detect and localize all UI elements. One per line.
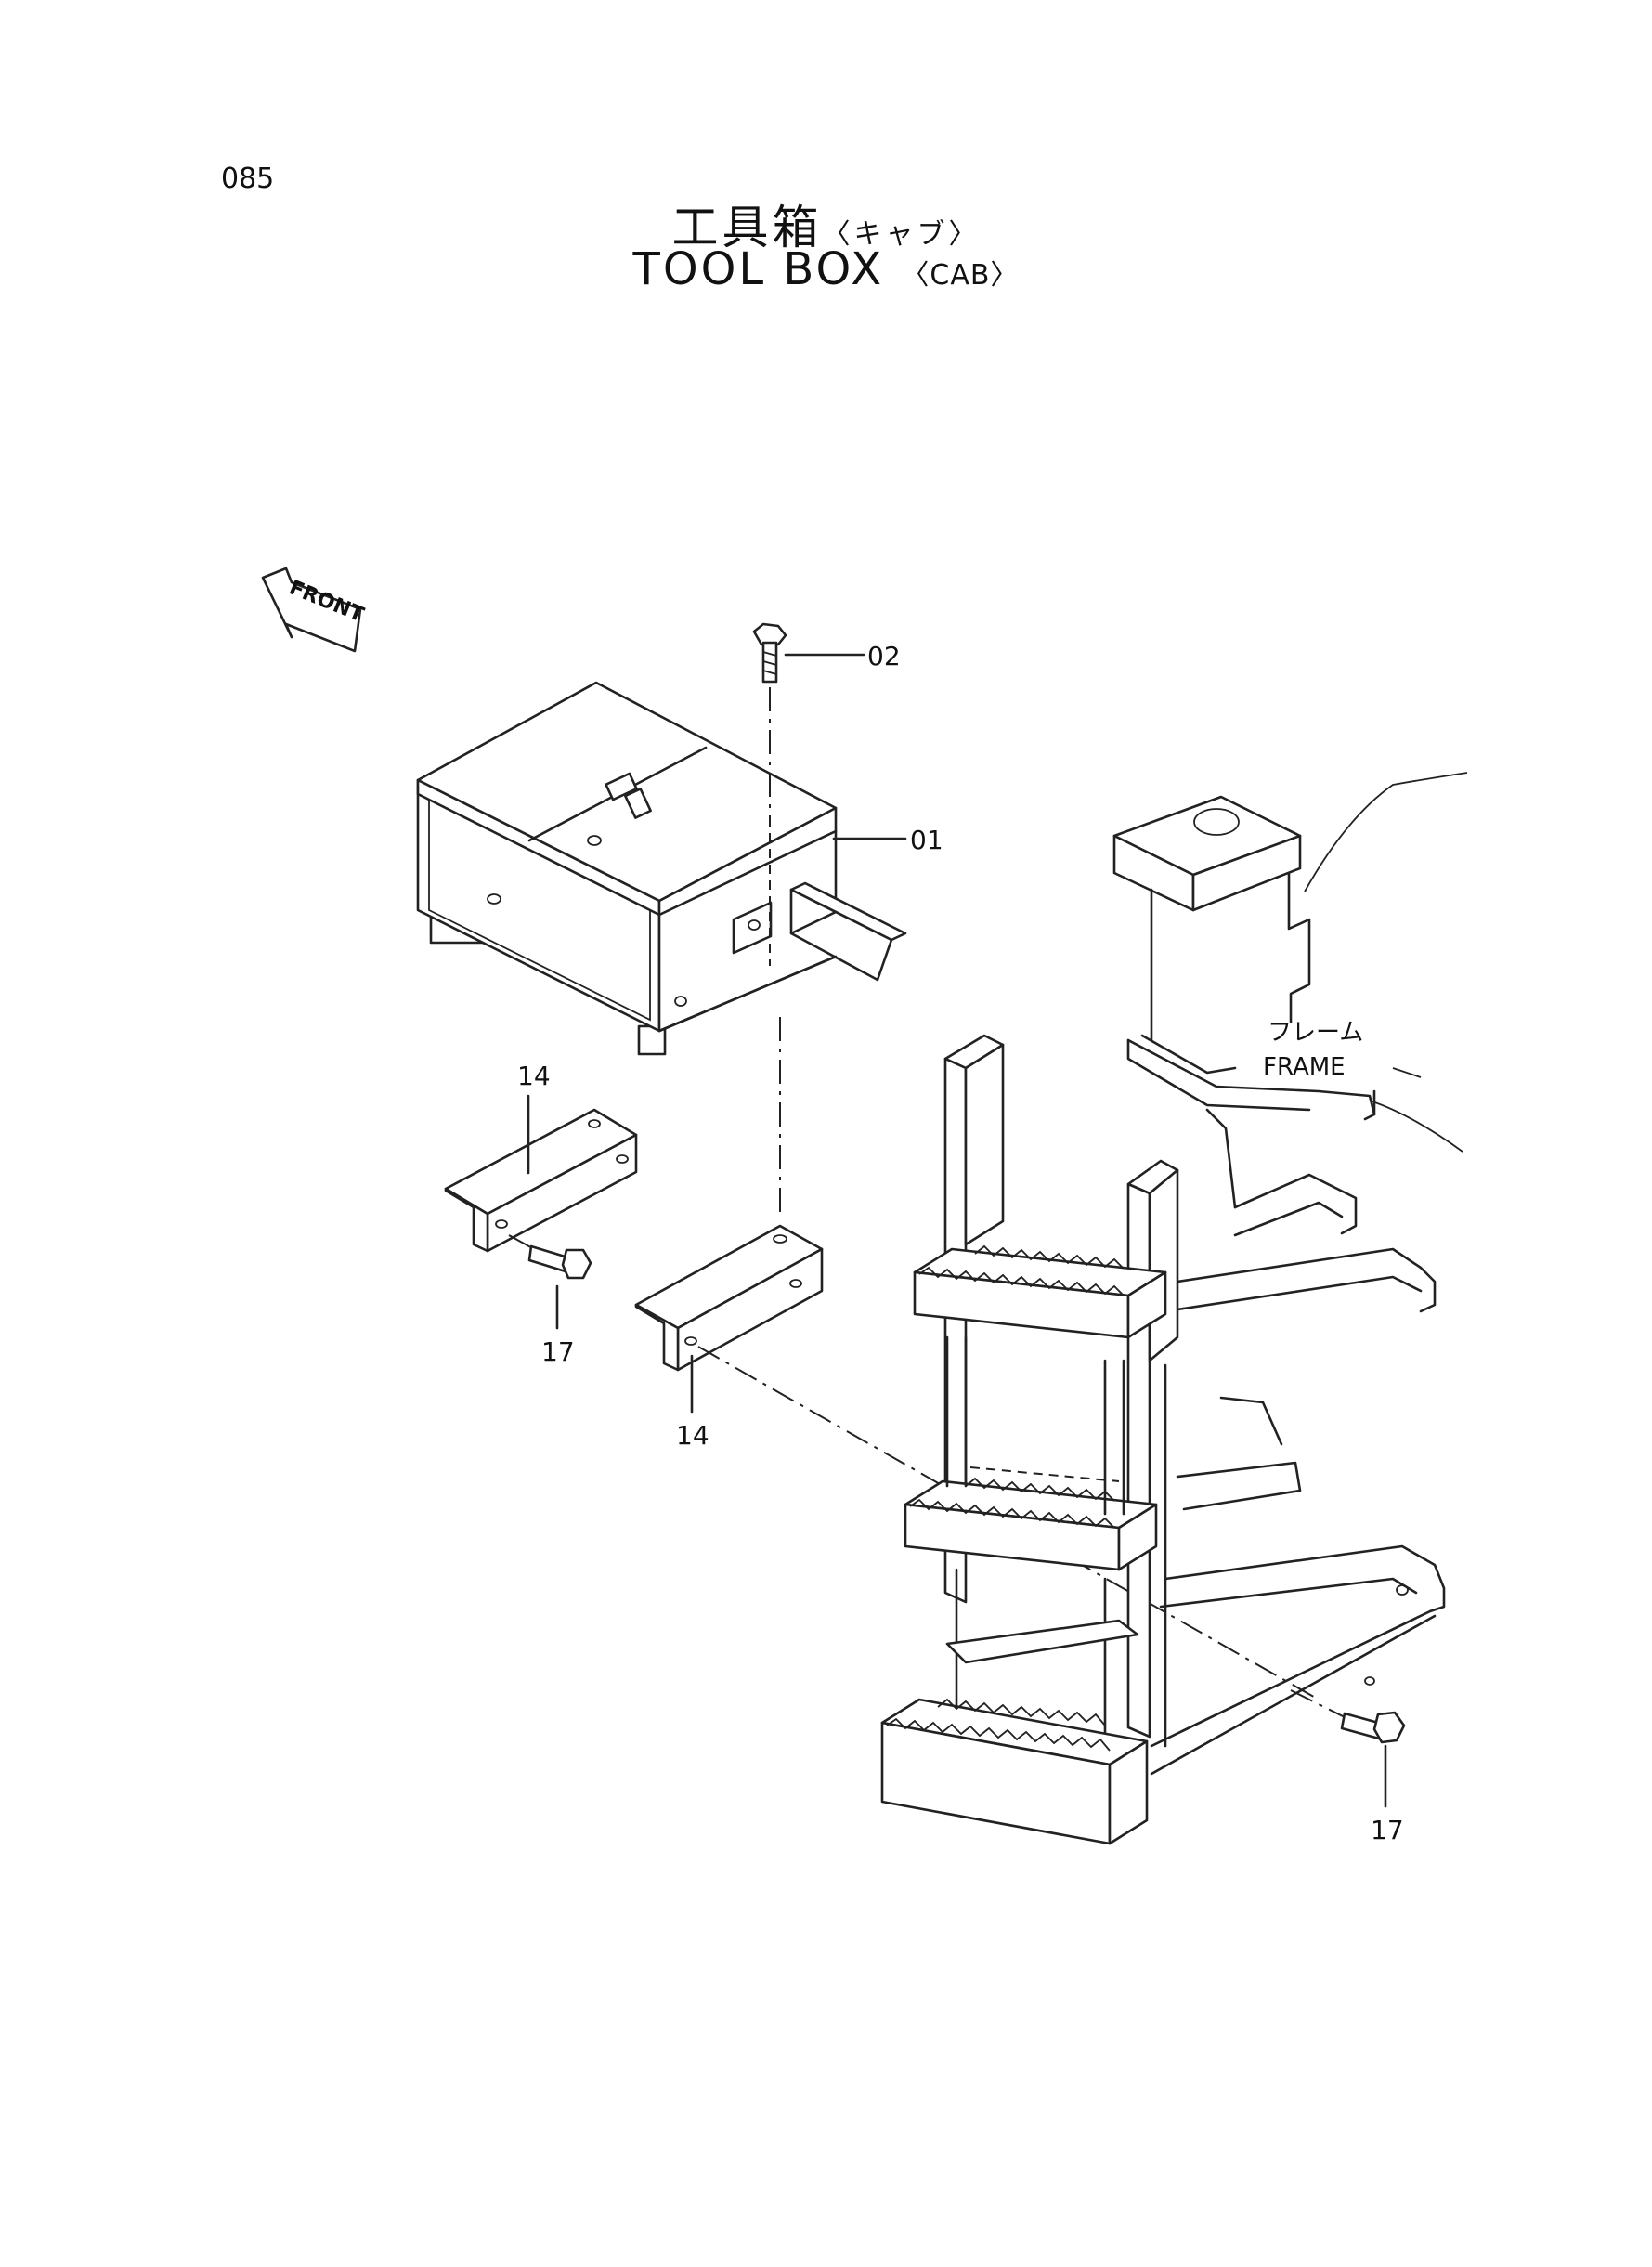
title-jp-main: 工具箱 xyxy=(671,201,823,254)
frame-structure xyxy=(880,772,1468,1845)
title-japanese: 工具箱〈キャブ〉 xyxy=(0,190,1652,257)
callout-14-left: 14 xyxy=(517,1061,551,1091)
frame-label-en: FRAME xyxy=(1263,1053,1346,1081)
callout-14-right: 14 xyxy=(676,1420,709,1451)
callout-01: 01 xyxy=(910,825,943,855)
frame-label-jp: フレーム xyxy=(1268,1019,1363,1047)
callout-17-left: 17 xyxy=(541,1336,575,1367)
bolt-17-left xyxy=(508,1234,592,1280)
bolt-02 xyxy=(752,622,787,684)
bracket-right xyxy=(634,1224,824,1372)
callout-17-right: 17 xyxy=(1371,1815,1404,1845)
front-arrow-icon: FRONT xyxy=(261,567,367,653)
title-english: TOOL BOX 〈CAB〉 xyxy=(0,243,1652,295)
tool-box xyxy=(416,681,907,1056)
title-en-main: TOOL BOX xyxy=(632,243,885,295)
title-jp-sub: 〈キャブ〉 xyxy=(822,218,981,251)
callout-02: 02 xyxy=(867,641,901,671)
title-en-sub: 〈CAB〉 xyxy=(901,259,1020,292)
bolt-17-right xyxy=(1290,1689,1406,1744)
bracket-left xyxy=(444,1108,638,1253)
page-number: 085 xyxy=(221,163,275,195)
